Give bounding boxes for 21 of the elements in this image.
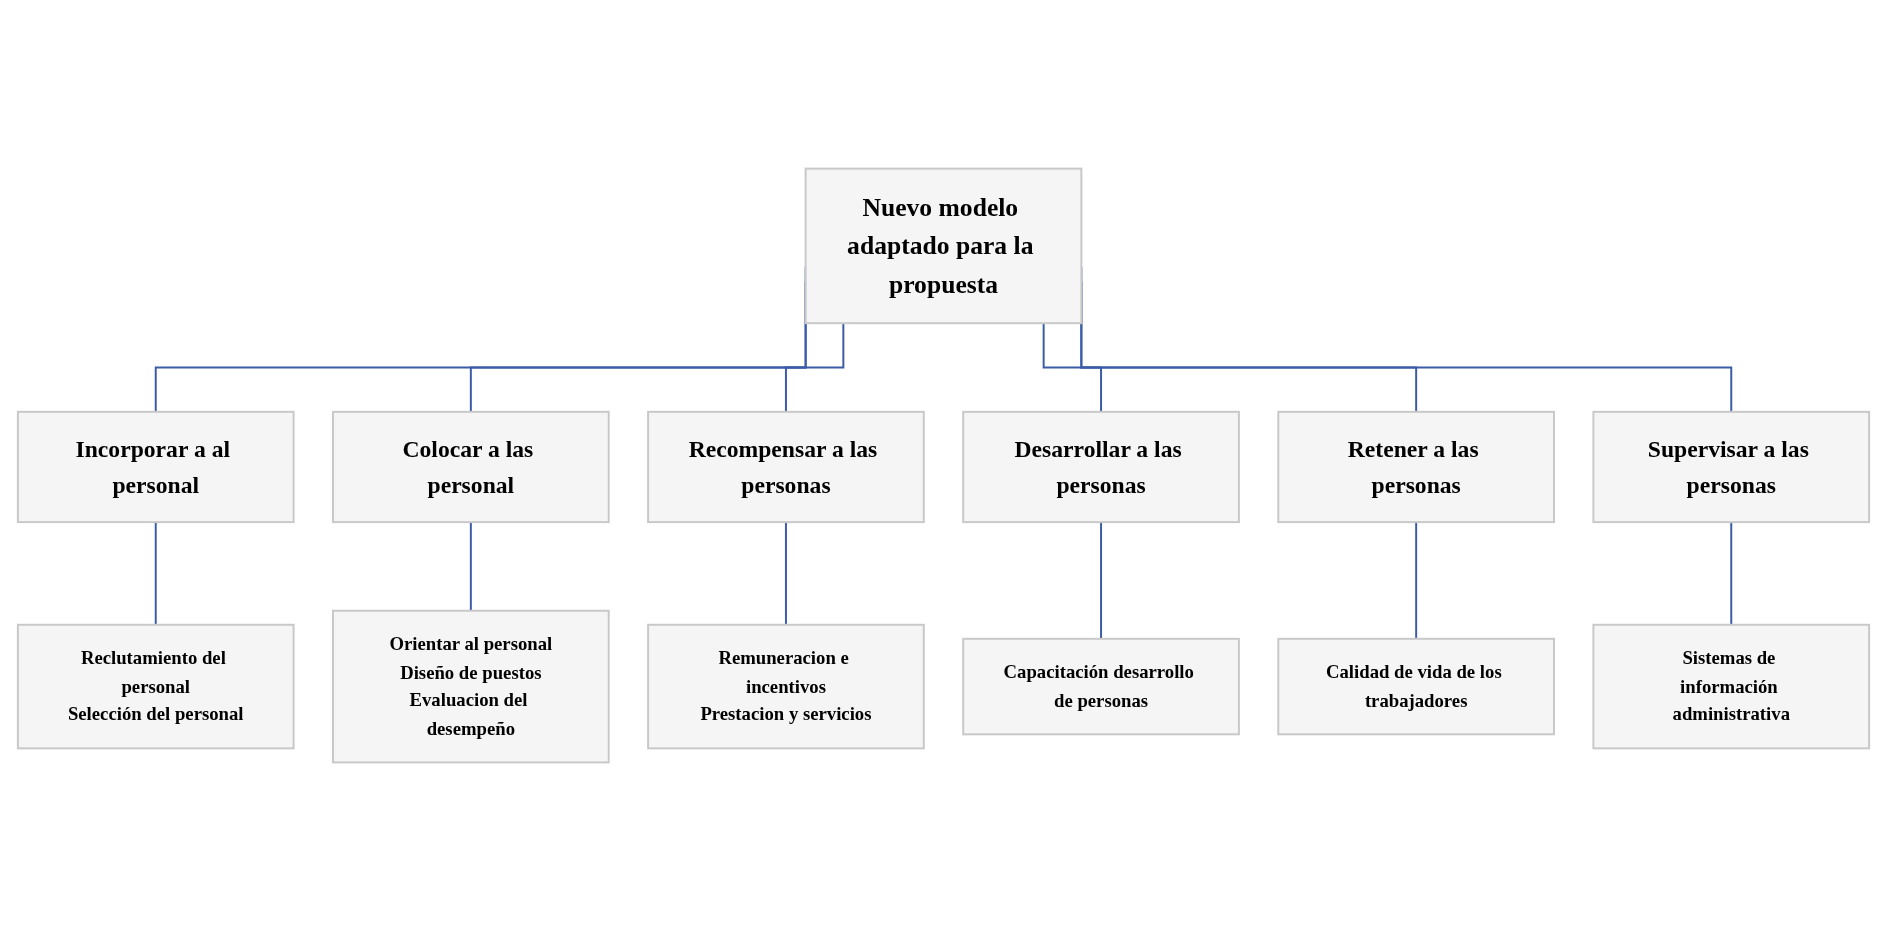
connector — [154, 521, 157, 626]
node-box: Nuevo modelo adaptado para la propuesta — [804, 167, 1083, 325]
node-box: Sistemas de información administrativa — [1592, 623, 1871, 750]
node-box: Retener a las personas — [1277, 410, 1555, 524]
connector — [1415, 521, 1418, 640]
node-box: Colocar a las personal — [332, 410, 610, 524]
node-box: Remuneracion e incentivos Prestacion y servicios — [647, 623, 925, 750]
connector — [784, 521, 787, 626]
node-box: Supervisar a las personas — [1592, 410, 1871, 524]
node-box: Recompensar a las personas — [647, 410, 925, 524]
connector — [469, 521, 472, 612]
node-box: Orientar al personal Diseño de puestos Evaluacion del desempeño — [332, 609, 610, 764]
connector — [1100, 521, 1103, 640]
connector — [1042, 322, 1103, 413]
node-box: Calidad de vida de los trabajadores — [1277, 637, 1555, 736]
node-box: Reclutamiento del personal Selección del personal — [16, 623, 295, 750]
connector — [1730, 521, 1733, 626]
node-box: Desarrollar a las personas — [962, 410, 1240, 524]
node-box: Incorporar a al personal — [16, 410, 295, 524]
connector — [784, 322, 845, 413]
node-box: Capacitación desarrollo de personas — [962, 637, 1240, 736]
